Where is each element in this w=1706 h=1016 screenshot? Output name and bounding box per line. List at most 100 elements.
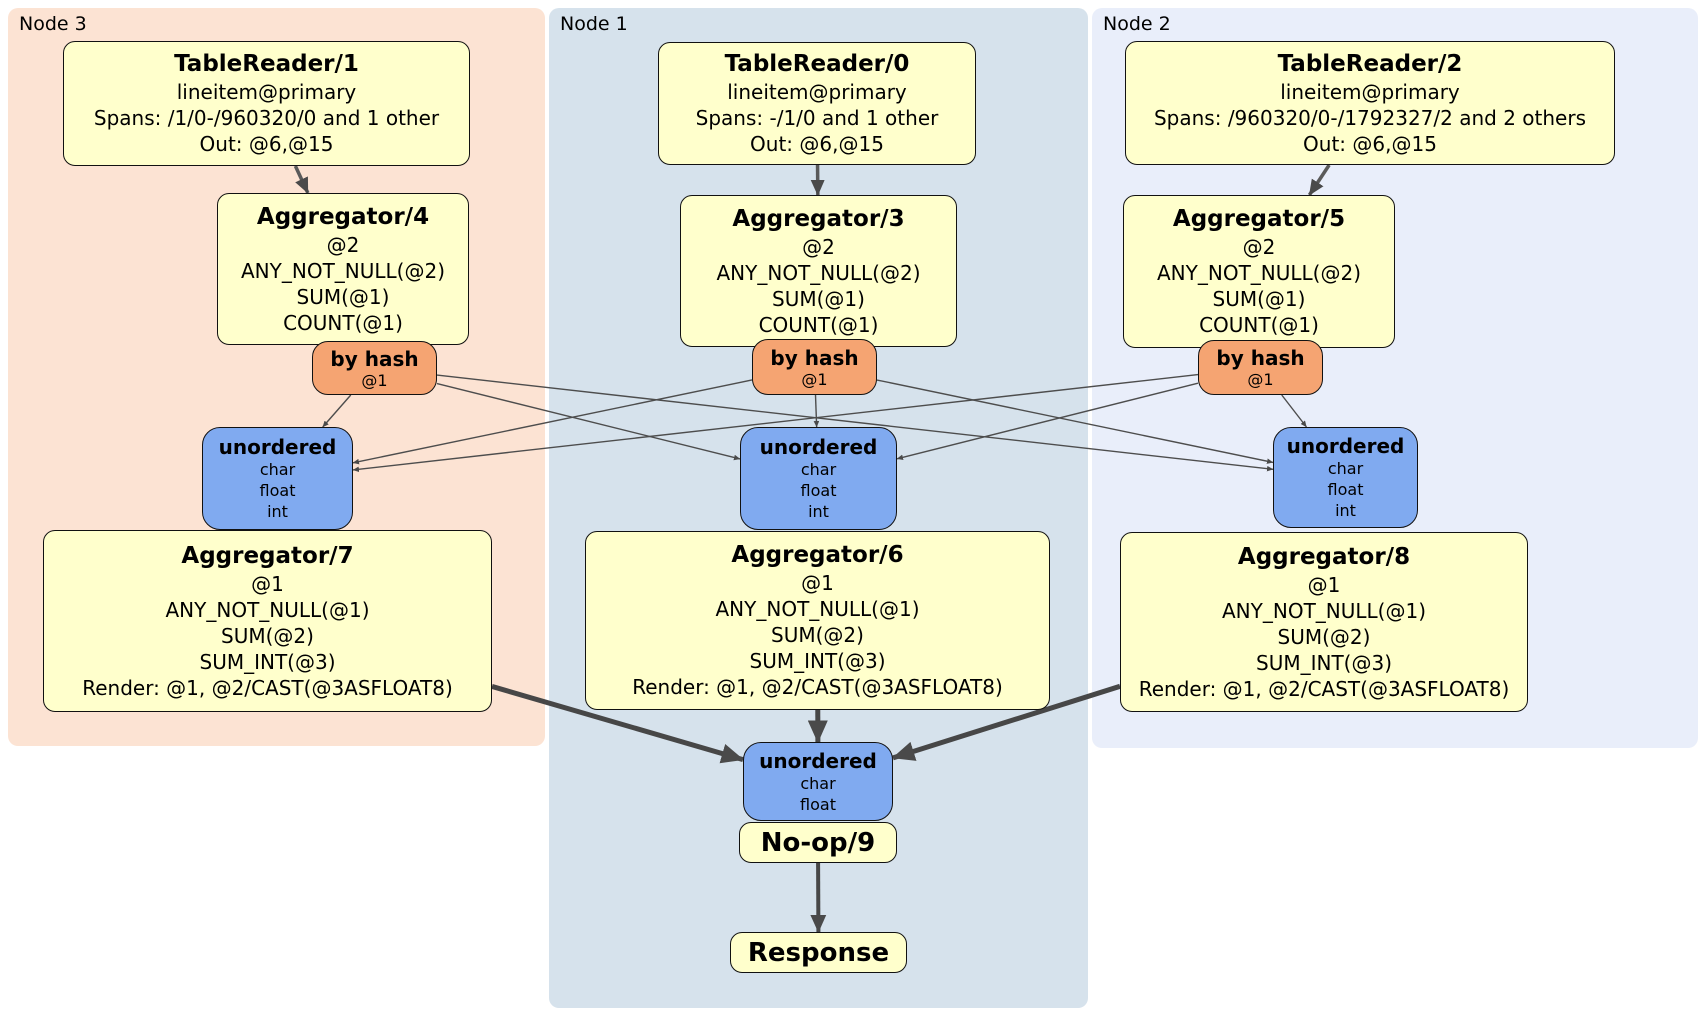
box-line: ANY_NOT_NULL(@2)	[1157, 261, 1361, 285]
plan-edge-hash3-sync8	[876, 379, 1274, 464]
box-line: float	[800, 794, 836, 814]
aggregator-4-node: Aggregator/4 @2 ANY_NOT_NULL(@2) SUM(@1)…	[217, 193, 469, 345]
box-title: unordered	[759, 435, 878, 459]
box-line: @1	[801, 369, 828, 389]
box-line: SUM(@1)	[1212, 287, 1306, 311]
box-title: unordered	[1286, 434, 1405, 458]
unordered-sync-6: unordered char float int	[740, 427, 897, 530]
plan-edge-hash5-sync7	[352, 373, 1199, 473]
box-line: @1	[801, 571, 834, 595]
region-label: Node 1	[560, 13, 628, 35]
box-line: Spans: /960320/0-/1792327/2 and 2 others	[1153, 105, 1586, 130]
box-line: ANY_NOT_NULL(@1)	[165, 597, 370, 622]
box-title: TableReader/1	[174, 51, 359, 77]
box-line: int	[808, 502, 829, 521]
box-title: Aggregator/7	[181, 542, 354, 569]
box-line: char	[259, 460, 296, 479]
box-line: SUM_INT(@3)	[749, 649, 886, 673]
box-line: SUM(@1)	[296, 284, 390, 309]
plan-edge-tr2-agg5	[1307, 164, 1331, 196]
box-line: SUM_INT(@3)	[1256, 650, 1392, 675]
box-line: @1	[1247, 370, 1274, 389]
plan-edge-hash4-sync7	[322, 394, 352, 428]
box-line: @2	[1242, 235, 1276, 259]
box-line: @1	[361, 370, 388, 390]
unordered-sync-8: unordered char float int	[1273, 427, 1418, 528]
plan-edge-agg8-syncF	[892, 683, 1121, 761]
unordered-sync-7: unordered char float int	[202, 427, 353, 530]
box-line: Spans: /1/0-/960320/0 and 1 other	[93, 106, 440, 130]
box-line: @2	[326, 232, 360, 257]
box-line: @2	[802, 234, 835, 259]
aggregator-7-node: Aggregator/7 @1 ANY_NOT_NULL(@1) SUM(@2)…	[43, 530, 492, 712]
box-title: unordered	[759, 748, 877, 773]
plan-edge-tr1-agg4	[293, 165, 310, 194]
box-line: Out: @6,@15	[750, 132, 884, 156]
box-line: COUNT(@1)	[758, 312, 879, 337]
box-title: by hash	[1216, 346, 1305, 370]
region-label: Node 3	[19, 13, 87, 35]
box-line: Render: @1, @2/CAST(@3ASFLOAT8)	[82, 675, 453, 700]
tablereader-2-node: TableReader/2 lineitem@primary Spans: /9…	[1125, 41, 1615, 165]
plan-edge-hash4-sync8	[436, 374, 1274, 472]
box-line: float	[259, 481, 296, 500]
unordered-sync-final: unordered char float	[743, 742, 893, 821]
box-title: by hash	[770, 345, 859, 370]
region-label: Node 2	[1103, 13, 1171, 35]
plan-edge-hash4-sync6	[436, 382, 741, 461]
box-line: @1	[1307, 572, 1341, 597]
box-line: Render: @1, @2/CAST(@3ASFLOAT8)	[1138, 676, 1510, 701]
box-line: COUNT(@1)	[283, 310, 403, 335]
box-line: char	[1327, 459, 1364, 478]
box-line: @1	[251, 571, 284, 596]
hash-router-4: by hash @1	[312, 341, 437, 395]
tablereader-1-node: TableReader/1 lineitem@primary Spans: /1…	[63, 41, 470, 166]
tablereader-0-node: TableReader/0 lineitem@primary Spans: -/…	[658, 42, 976, 165]
box-title: No-op/9	[760, 827, 876, 858]
box-title: unordered	[218, 435, 337, 459]
box-title: Aggregator/3	[732, 205, 905, 232]
hash-router-5: by hash @1	[1198, 340, 1323, 395]
box-title: Aggregator/4	[256, 203, 430, 230]
box-title: Aggregator/8	[1237, 543, 1411, 570]
box-line: float	[1327, 480, 1364, 499]
aggregator-6-node: Aggregator/6 @1 ANY_NOT_NULL(@1) SUM(@2)…	[585, 531, 1050, 710]
hash-router-3: by hash @1	[752, 339, 877, 395]
box-line: lineitem@primary	[1280, 79, 1460, 104]
box-line: Render: @1, @2/CAST(@3ASFLOAT8)	[632, 675, 1003, 699]
box-line: SUM_INT(@3)	[199, 649, 336, 674]
box-line: int	[1335, 501, 1356, 520]
box-line: float	[800, 481, 837, 500]
plan-edge-agg7-syncF	[491, 684, 744, 764]
box-title: TableReader/0	[724, 51, 910, 77]
box-line: ANY_NOT_NULL(@2)	[241, 258, 445, 283]
box-line: SUM(@1)	[772, 286, 865, 311]
box-line: Spans: -/1/0 and 1 other	[695, 106, 939, 130]
box-line: lineitem@primary	[727, 80, 907, 104]
plan-edge-hash5-sync6	[896, 382, 1199, 461]
response-node: Response	[730, 932, 907, 973]
box-line: COUNT(@1)	[1199, 313, 1319, 337]
noop-9-node: No-op/9	[739, 822, 897, 863]
plan-edge-hash5-sync8	[1281, 394, 1308, 428]
box-title: Response	[747, 937, 890, 968]
box-line: int	[267, 502, 288, 521]
box-title: Aggregator/6	[731, 542, 904, 568]
box-title: TableReader/2	[1277, 50, 1463, 77]
box-line: Out: @6,@15	[199, 132, 334, 156]
box-line: SUM(@2)	[221, 623, 314, 648]
plan-edge-hash3-sync7	[352, 379, 753, 465]
box-line: char	[800, 460, 837, 479]
plan-edge-hash3-sync6	[813, 394, 820, 428]
box-title: Aggregator/5	[1172, 206, 1346, 232]
box-line: SUM(@2)	[771, 623, 864, 647]
box-line: lineitem@primary	[176, 80, 357, 104]
aggregator-8-node: Aggregator/8 @1 ANY_NOT_NULL(@1) SUM(@2)…	[1120, 532, 1528, 712]
aggregator-3-node: Aggregator/3 @2 ANY_NOT_NULL(@2) SUM(@1)…	[680, 195, 957, 347]
box-title: by hash	[330, 346, 419, 371]
box-line: SUM(@2)	[1277, 624, 1371, 649]
box-line: ANY_NOT_NULL(@1)	[1222, 598, 1426, 623]
box-line: ANY_NOT_NULL(@1)	[715, 597, 920, 621]
